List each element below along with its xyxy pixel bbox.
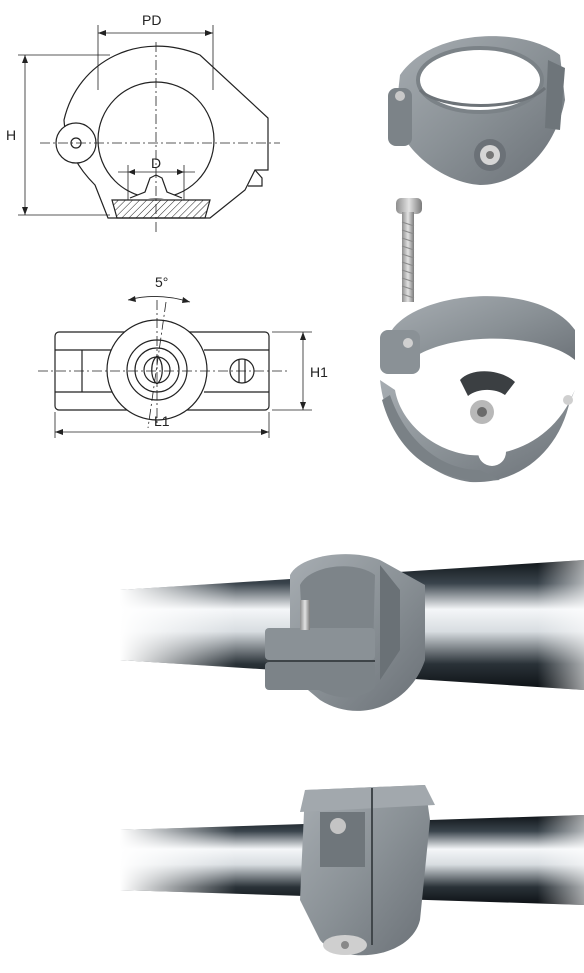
technical-drawing-side-view [18, 25, 280, 232]
screw-photo [396, 198, 422, 302]
clamp-on-tube-photo-2 [120, 785, 584, 956]
clamp-on-tube-photo-1 [120, 554, 584, 711]
label-d: D [151, 155, 161, 171]
label-pd: PD [142, 12, 161, 28]
clamp-photo-exploded [380, 296, 575, 483]
technical-drawing-top-view [38, 296, 312, 438]
clamp-photo-assembled [388, 36, 565, 185]
label-l1: L1 [154, 413, 170, 429]
label-angle: 5° [155, 274, 168, 290]
label-h: H [6, 127, 16, 143]
label-h1: H1 [310, 364, 328, 380]
section-hatch [111, 199, 211, 219]
